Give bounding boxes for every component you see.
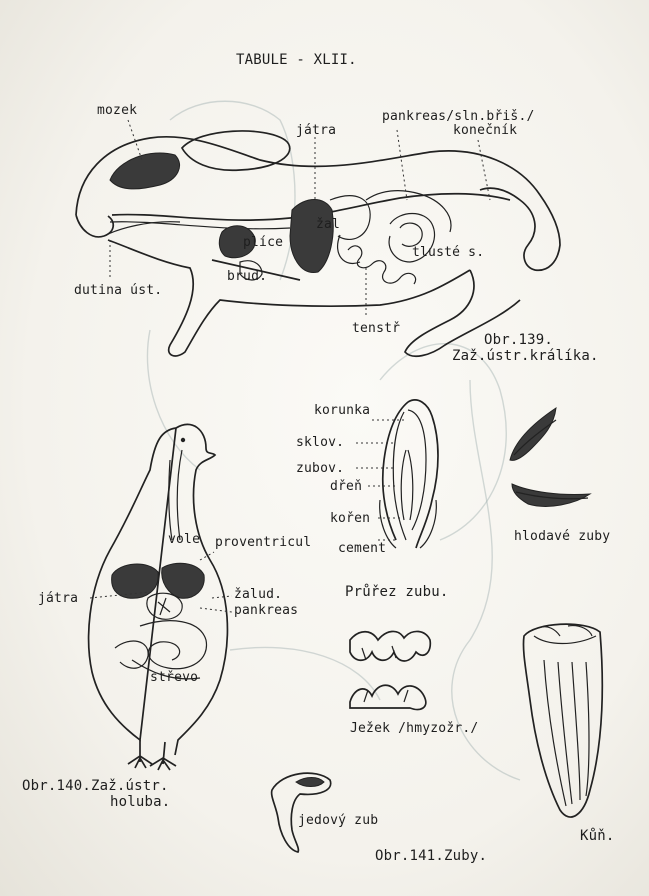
pigeon-label-vole: vole bbox=[168, 533, 200, 547]
rabbit-intestine bbox=[348, 246, 416, 284]
label-kun: Kůň. bbox=[580, 828, 615, 844]
label-hlodave-zuby: hlodavé zuby bbox=[514, 530, 610, 544]
tooth-label-dren: dřeň bbox=[330, 480, 362, 494]
tooth-caption: Průřez zubu. bbox=[345, 584, 449, 600]
rabbit-label-tlusto: tlusté s. bbox=[412, 246, 484, 260]
rabbit-label-jatra: játra bbox=[296, 124, 336, 138]
tooth-outline bbox=[383, 400, 438, 548]
tooth-label-zubov: zubov. bbox=[296, 462, 344, 476]
rabbit-label-brud: brud. bbox=[227, 270, 267, 284]
rabbit-diagram bbox=[76, 120, 560, 356]
hedgehog-teeth bbox=[350, 631, 430, 709]
pigeon-caption-line1: Obr.140.Zaž.ústr. bbox=[22, 778, 169, 794]
tooth-label-koren: kořen bbox=[330, 512, 370, 526]
pigeon-label-pankreas: pankreas bbox=[234, 604, 298, 618]
rabbit-label-mozek: mozek bbox=[97, 104, 137, 118]
horse-tooth bbox=[523, 624, 602, 817]
tooth-label-sklov: sklov. bbox=[296, 436, 344, 450]
plate-title: TABULE - XLII. bbox=[236, 52, 357, 68]
rabbit-caption-number: Obr.139. bbox=[484, 332, 553, 348]
rabbit-ear bbox=[182, 131, 290, 170]
pigeon-label-zalud: žalud. bbox=[234, 588, 282, 602]
rodent-teeth bbox=[510, 408, 590, 506]
rabbit-label-zal: žal bbox=[316, 218, 340, 232]
rabbit-label-tenstr: tenstř bbox=[352, 322, 400, 336]
tooth-label-cement: cement bbox=[338, 542, 386, 556]
pigeon-label-proventricul: proventricul bbox=[215, 536, 311, 550]
pigeon-label-jatra: játra bbox=[38, 592, 78, 606]
pigeon-diagram bbox=[89, 424, 232, 770]
pigeon-label-strevo: střevo bbox=[150, 671, 198, 685]
rabbit-label-plice: plíce bbox=[243, 236, 283, 250]
pigeon-outline bbox=[89, 424, 228, 755]
rabbit-caption-text: Zaž.ústr.králíka. bbox=[452, 348, 599, 364]
rabbit-label-pankreas: pankreas/sln.břiš./ bbox=[382, 110, 535, 124]
rabbit-brain bbox=[110, 153, 180, 189]
label-jedovy-zub: jedový zub bbox=[298, 814, 378, 828]
pigeon-caption-line2: holuba. bbox=[110, 794, 170, 810]
teeth-caption: Obr.141.Zuby. bbox=[375, 848, 487, 864]
rabbit-liver bbox=[290, 200, 333, 273]
rabbit-label-konecnik: konečník bbox=[453, 124, 517, 138]
tooth-label-korunka: korunka bbox=[314, 404, 370, 418]
rabbit-label-dutina: dutina úst. bbox=[74, 284, 162, 298]
pigeon-intestine bbox=[140, 621, 207, 669]
label-jezek: Ježek /hmyzožr./ bbox=[350, 722, 478, 736]
